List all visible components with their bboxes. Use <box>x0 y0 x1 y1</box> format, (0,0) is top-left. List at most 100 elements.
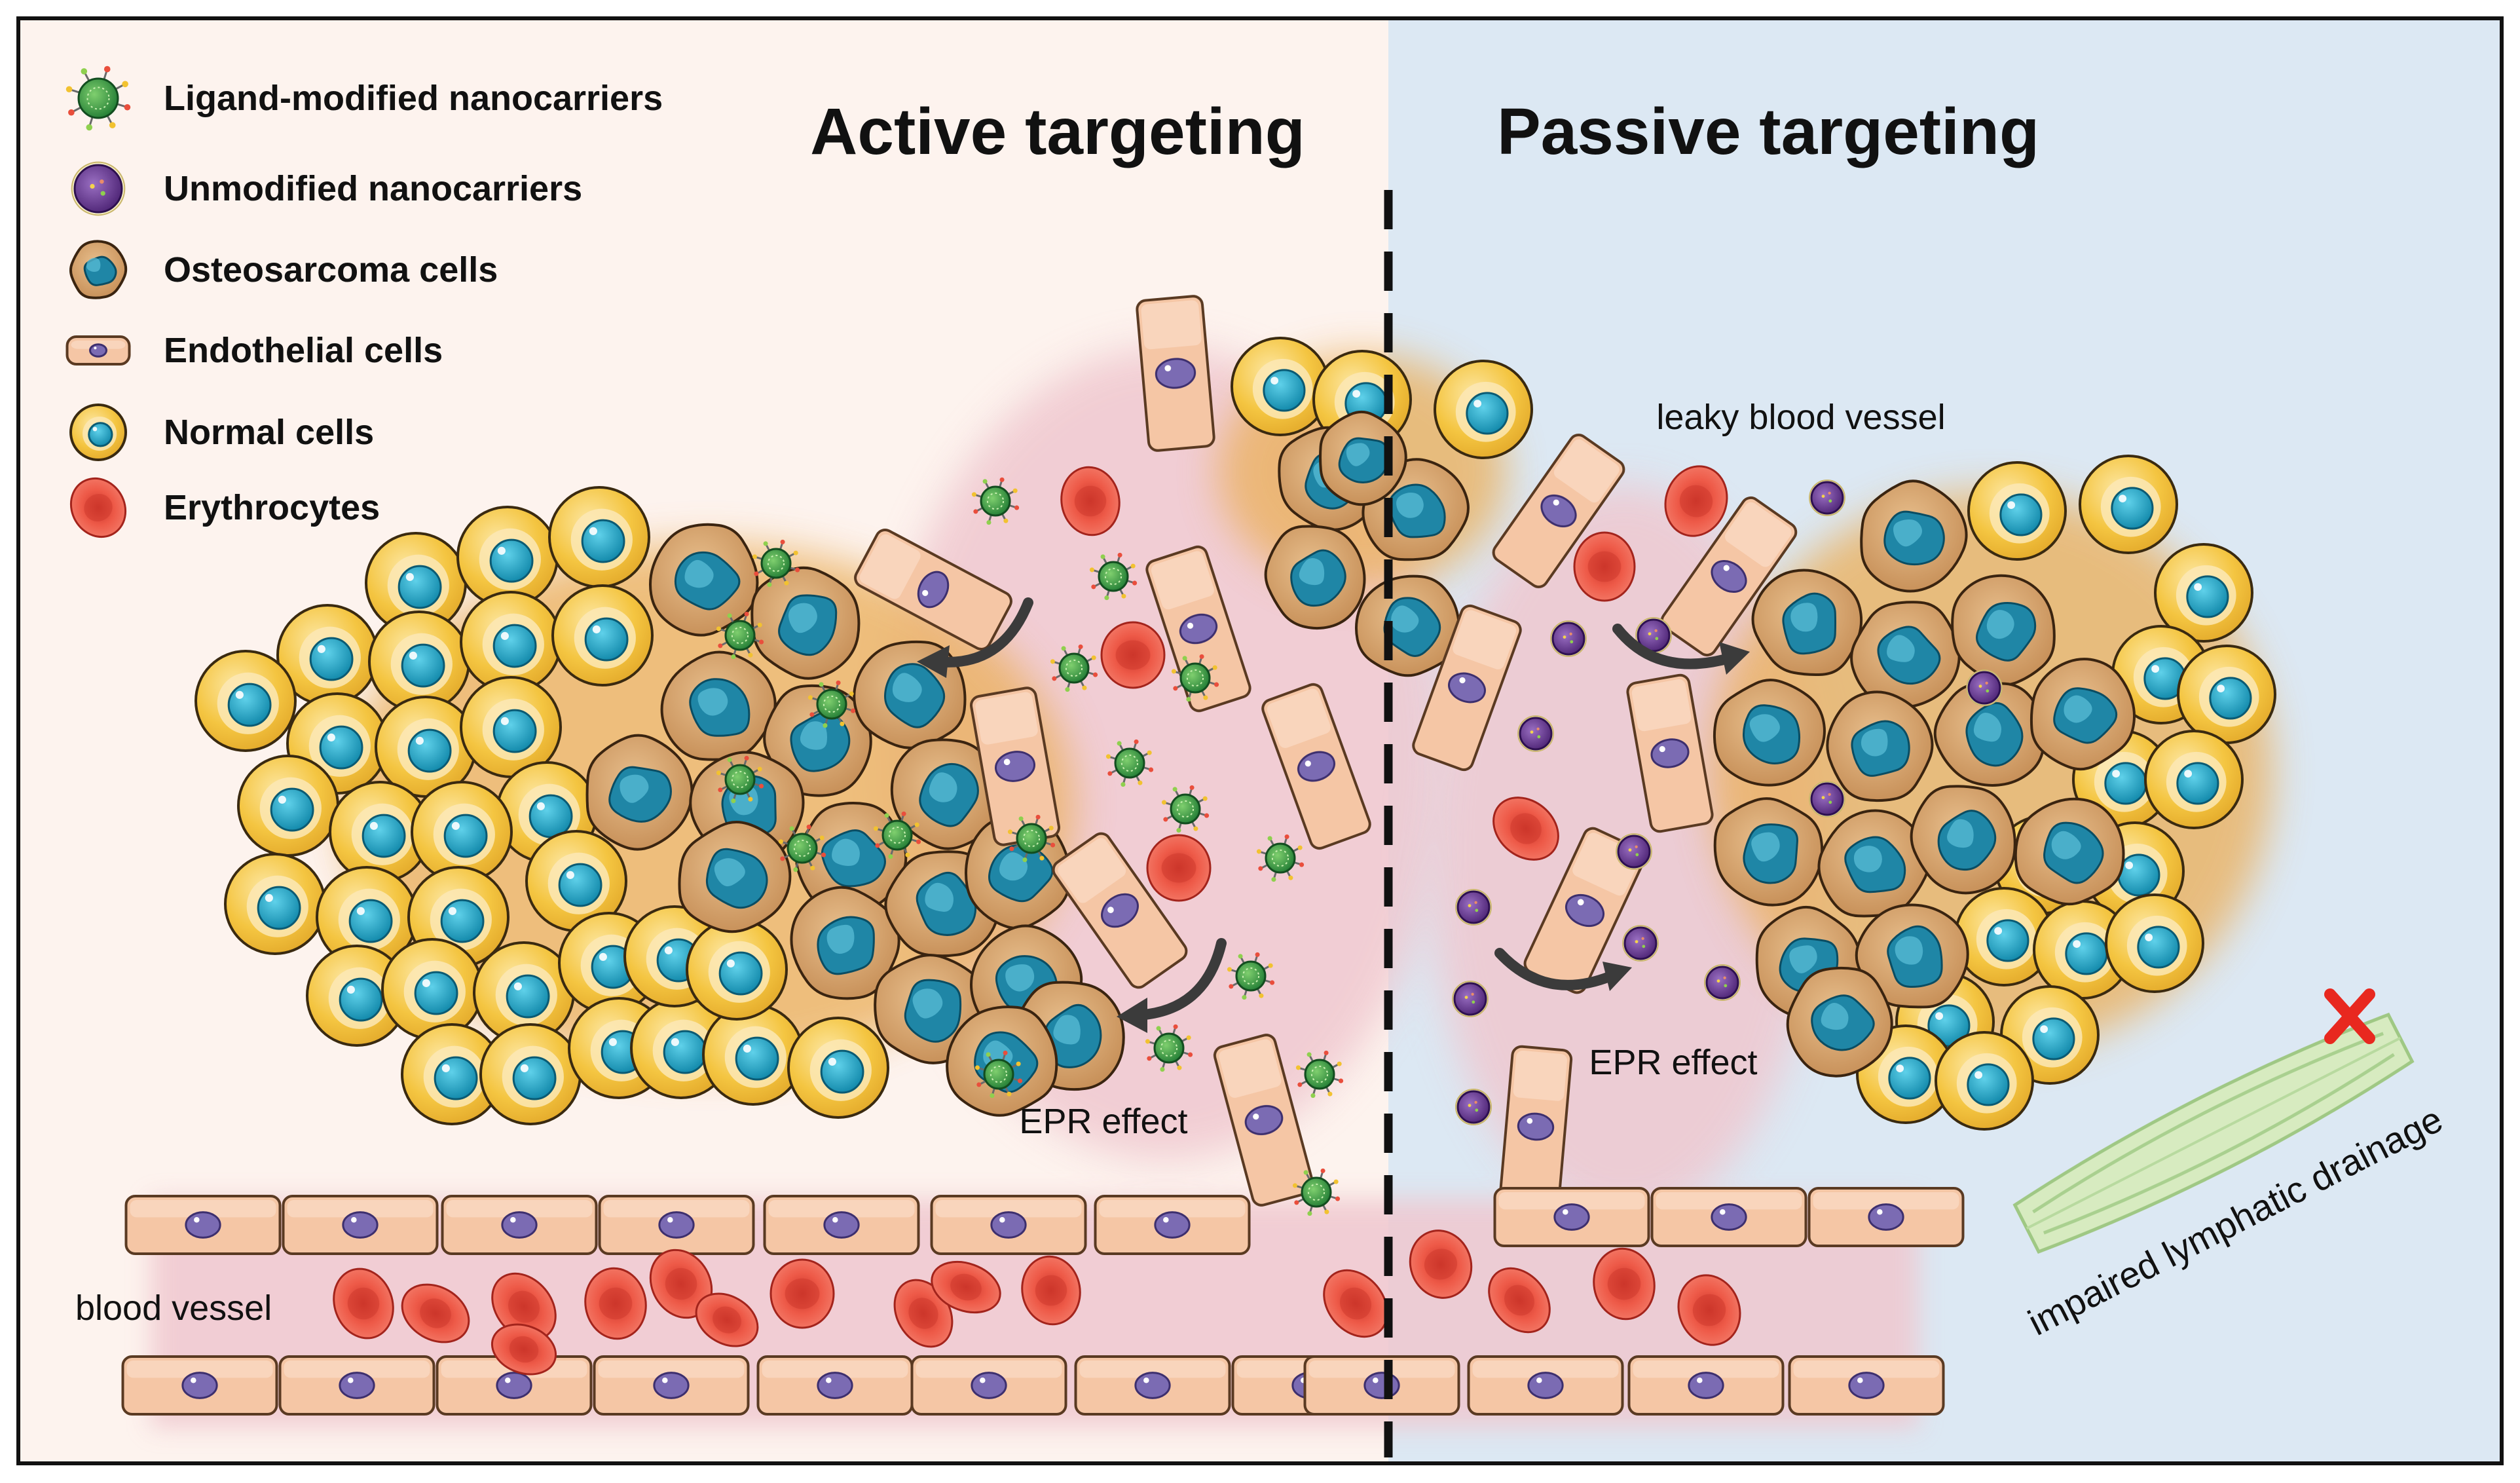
normal-cell <box>306 945 408 1047</box>
legend-label: Erythrocytes <box>164 488 380 527</box>
endothelial-cell <box>65 335 131 366</box>
osteosarcoma-cell <box>790 886 900 1000</box>
ligand-nanocarrier <box>1227 952 1275 1000</box>
erythrocyte <box>931 1260 1001 1314</box>
erythrocyte <box>1060 466 1121 536</box>
normal-cell <box>224 853 326 955</box>
endothelial-cell <box>1136 295 1215 452</box>
ligand-nanocarrier <box>1105 739 1154 787</box>
endothelial-cell <box>930 1195 1087 1255</box>
erythrocyte <box>1021 1255 1081 1326</box>
osteosarcoma-cell <box>1933 682 2046 787</box>
endothelial-cell <box>1626 673 1714 833</box>
endothelial-cell <box>1467 1355 1624 1416</box>
normal-cell <box>237 755 339 857</box>
normal-cell <box>2177 645 2276 744</box>
endothelial-cell-icon <box>65 335 131 366</box>
erythrocyte <box>1677 1274 1741 1346</box>
normal-cell <box>473 941 575 1043</box>
blocked-cross-icon <box>2324 988 2375 1044</box>
unmodified-nanocarrier <box>1809 479 1845 516</box>
legend-item: Erythrocytes <box>69 477 380 538</box>
normal-cell <box>1954 887 2054 986</box>
osteosarcoma-cell <box>1951 574 2056 686</box>
endothelial-cell <box>763 1195 920 1255</box>
osteosarcoma-cell <box>1751 569 1863 676</box>
erythrocyte <box>1488 1267 1551 1334</box>
osteosarcoma-cell <box>1910 785 2016 895</box>
erythrocyte <box>491 1323 557 1376</box>
blood-vessel-walls <box>121 1187 1965 1416</box>
endothelial-cell <box>1788 1355 1945 1416</box>
normal-cell <box>195 650 297 752</box>
normal-cell <box>368 610 470 713</box>
legend-item: Normal cells <box>69 404 374 461</box>
osteosarcoma-cell <box>1319 410 1407 506</box>
title-active-targeting: Active targeting <box>810 95 1305 168</box>
normal-cell <box>1967 461 2067 561</box>
osteosarcoma-cell <box>1786 966 1893 1078</box>
osteosarcoma-cell <box>763 684 872 797</box>
erythrocyte <box>1593 1247 1656 1321</box>
normal-cell <box>381 938 483 1040</box>
unmodified-nanocarrier <box>1550 620 1587 657</box>
epr-arrows <box>931 597 1734 1021</box>
endothelial-cell <box>1660 496 1798 657</box>
erythrocyte <box>1664 465 1728 537</box>
legend-label: Osteosarcoma cells <box>164 250 498 290</box>
endothelial-cell <box>854 529 1012 650</box>
erythrocyte <box>1573 531 1636 602</box>
normal-cell <box>702 1004 804 1106</box>
erythrocyte-icon <box>69 477 127 538</box>
endothelial-cell <box>970 686 1060 846</box>
osteosarcoma-cell <box>1264 525 1366 630</box>
endothelial-cell <box>1807 1187 1965 1247</box>
osteosarcoma-cell <box>585 734 694 851</box>
ligand-nanocarrier <box>1089 552 1138 601</box>
unmodified-nanocarrier <box>71 161 126 216</box>
unmodified-nanocarrier <box>1809 781 1845 817</box>
left-normal-cells <box>195 486 889 1125</box>
ligand-nanocarrier <box>1295 1050 1344 1098</box>
endothelial-cell <box>282 1195 439 1255</box>
ligand-nanocarrier <box>778 824 826 873</box>
ligand-nanocarrier <box>1171 654 1219 702</box>
unmodified-nanocarrier <box>1966 669 2003 706</box>
legend-label: Endothelial cells <box>164 331 443 370</box>
endothelial-cell <box>121 1355 278 1416</box>
endothelial-cell <box>441 1195 598 1255</box>
ligand-nanocarrier <box>873 811 921 859</box>
ligand-nanocarrier <box>1256 834 1305 882</box>
osteosarcoma-cell <box>1860 479 1968 593</box>
erythrocyte <box>1409 1230 1473 1299</box>
normal-cell <box>2079 455 2178 554</box>
endothelial-cell <box>1493 1187 1650 1247</box>
cells-layer <box>121 295 2276 1416</box>
unmodified-nanocarrier <box>1455 889 1492 926</box>
osteosarcoma-cell <box>750 566 861 680</box>
osteosarcoma-cell <box>1850 601 1961 709</box>
erythrocytes <box>333 465 1741 1376</box>
right-osteosarcoma-cells <box>1713 479 2136 1078</box>
normal-cell <box>525 830 627 932</box>
endothelial-cell <box>598 1195 755 1255</box>
title-passive-targeting: Passive targeting <box>1497 95 2039 168</box>
normal-cell <box>69 404 127 461</box>
erythrocyte <box>769 1258 835 1329</box>
lymphatic-vessel <box>2012 1012 2415 1254</box>
endothelial-cell <box>593 1355 750 1416</box>
osteosarcoma-cell-icon <box>69 240 128 299</box>
unmodified-nanocarrier-icon <box>71 161 126 216</box>
osteosarcoma-cell <box>1713 797 1824 907</box>
endothelial-cell <box>1145 545 1251 713</box>
unmodified-nanocarrier <box>1635 617 1672 654</box>
ligand-nanocarrier <box>716 755 764 804</box>
erythrocyte <box>1323 1269 1388 1338</box>
osteosarcoma-cell <box>2029 658 2136 771</box>
label-blood-vessel: blood vessel <box>75 1288 272 1328</box>
label-leaky-blood-vessel: leaky blood vessel <box>1656 398 1945 437</box>
endothelial-cell <box>1052 832 1188 989</box>
unmodified-nanocarrier <box>1622 925 1659 962</box>
ligand-nanocarrier <box>971 477 1020 525</box>
